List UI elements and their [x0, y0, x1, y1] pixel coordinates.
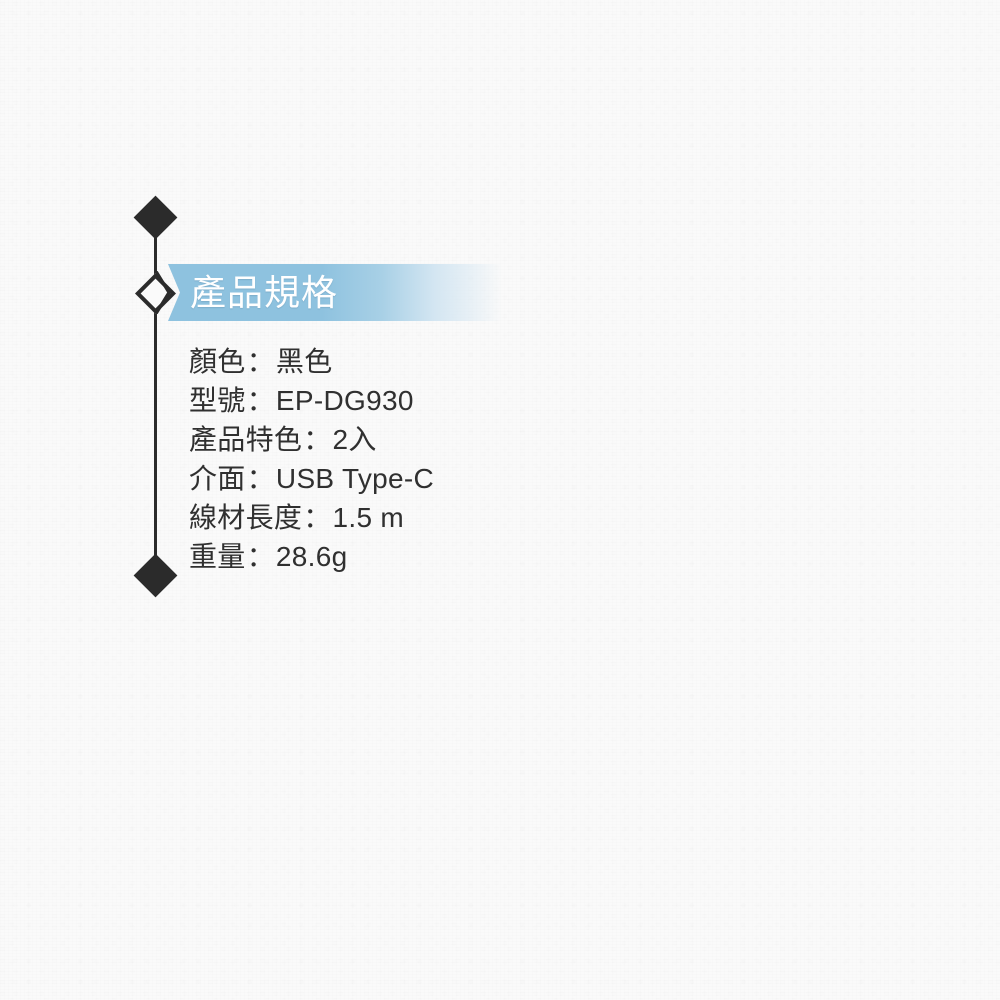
- spec-separator: ：: [303, 424, 332, 455]
- spec-separator: ：: [303, 502, 332, 533]
- spec-separator: ：: [246, 541, 275, 572]
- specification-list: 顏色：黑色 型號：EP-DG930 產品特色：2入 介面：USB Type-C …: [189, 342, 609, 576]
- spec-separator: ：: [246, 463, 275, 494]
- spec-label: 產品特色: [189, 424, 303, 455]
- section-title: 產品規格: [190, 272, 339, 313]
- spec-label: 重量: [189, 541, 246, 572]
- spec-row-interface: 介面：USB Type-C: [189, 459, 609, 498]
- spec-row-color: 顏色：黑色: [189, 342, 609, 381]
- diamond-marker-bottom-icon: [133, 553, 178, 598]
- spec-value: USB Type-C: [275, 463, 435, 494]
- spec-separator: ：: [246, 346, 275, 377]
- spec-row-cable-length: 線材長度：1.5 m: [189, 498, 609, 537]
- spec-row-model: 型號：EP-DG930: [189, 381, 609, 420]
- spec-value: 2入: [332, 424, 377, 455]
- spec-label: 線材長度: [189, 502, 303, 533]
- timeline-rail: [154, 217, 157, 575]
- spec-value: 28.6g: [275, 541, 348, 572]
- chevron-right-icon: [156, 271, 171, 314]
- spec-label: 顏色: [189, 346, 246, 377]
- spec-separator: ：: [246, 385, 275, 416]
- spec-row-feature: 產品特色：2入: [189, 420, 609, 459]
- banner-gradient-fill: [168, 264, 502, 321]
- spec-value: 1.5 m: [332, 502, 405, 533]
- spec-value: EP-DG930: [275, 385, 414, 416]
- spec-label: 型號: [189, 385, 246, 416]
- diamond-marker-top-icon: [133, 195, 178, 240]
- section-header-banner: 產品規格: [156, 264, 502, 321]
- spec-label: 介面: [189, 463, 246, 494]
- spec-value: 黑色: [275, 346, 333, 377]
- spec-row-weight: 重量：28.6g: [189, 537, 609, 576]
